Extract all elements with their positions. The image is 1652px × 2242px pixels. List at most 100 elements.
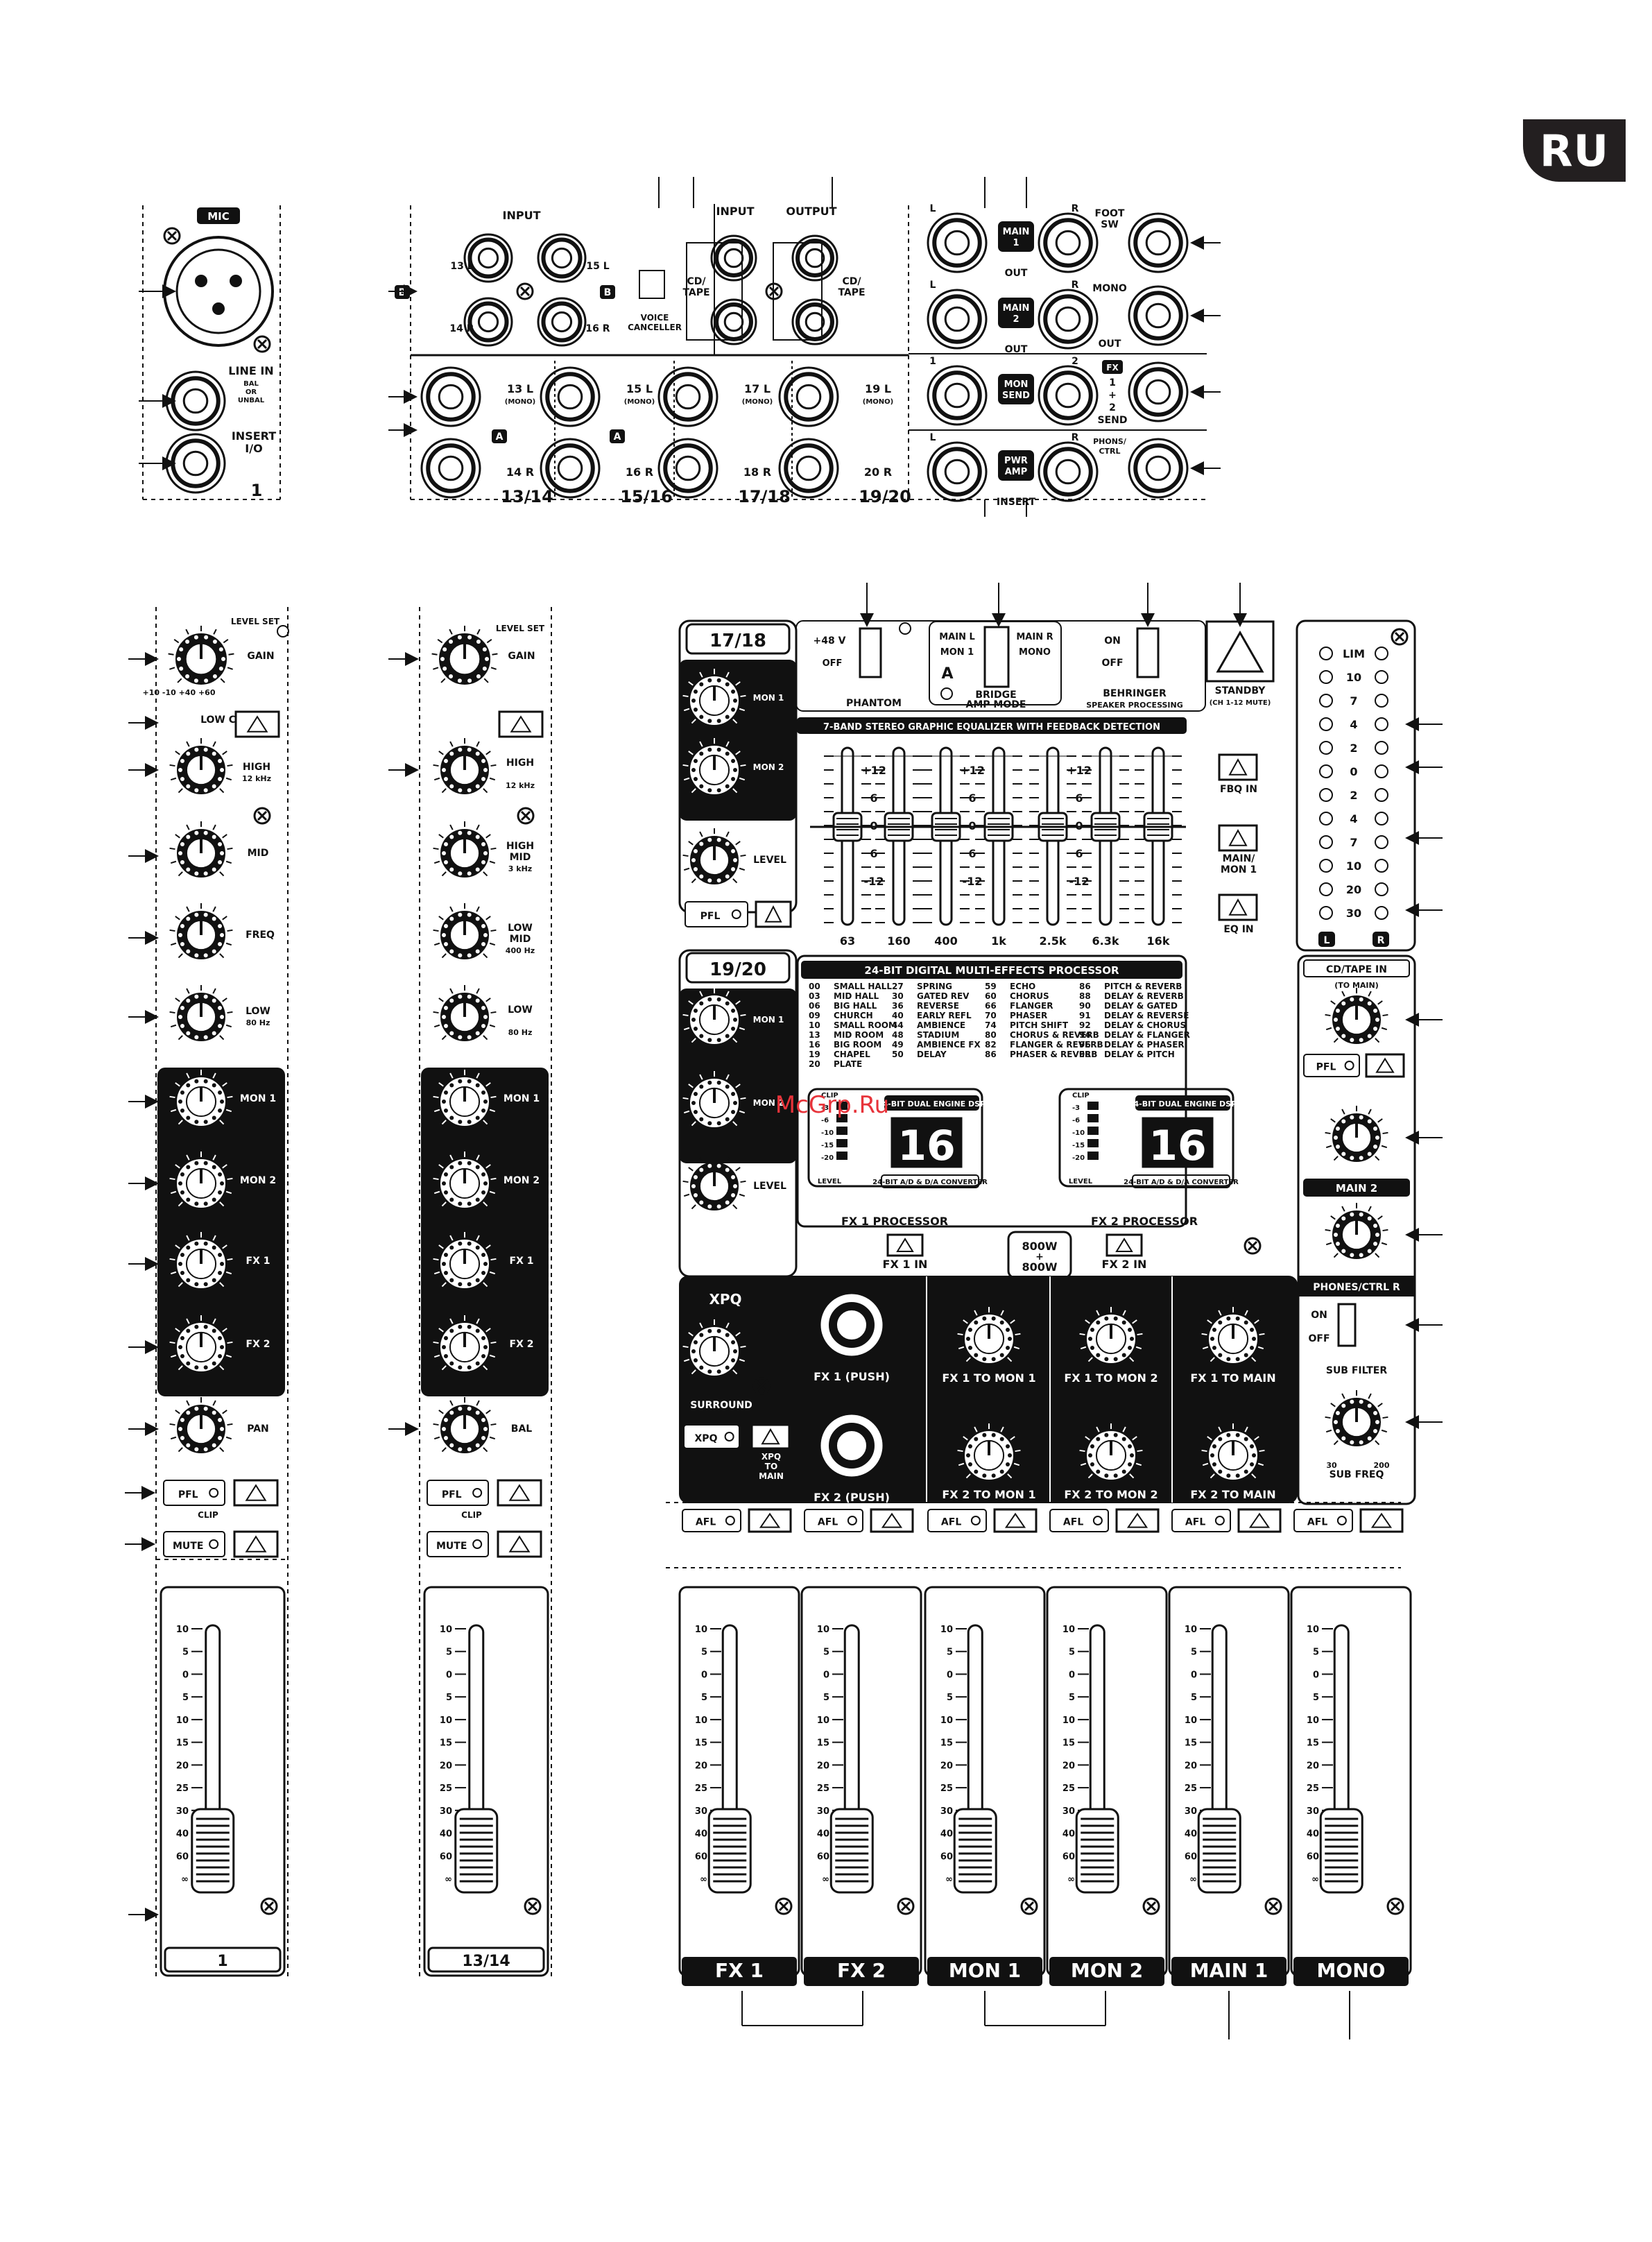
eq-knob[interactable] [433, 738, 497, 794]
jack-socket[interactable] [463, 233, 513, 283]
mid-freq-knob[interactable] [169, 903, 233, 959]
jack-socket[interactable] [1038, 441, 1099, 502]
knob-grip [180, 1436, 184, 1441]
jack-socket[interactable] [927, 212, 988, 273]
jack-socket[interactable] [420, 438, 481, 499]
afl-button[interactable] [993, 1508, 1038, 1533]
pfl-button[interactable] [497, 1479, 542, 1507]
gain-knob[interactable] [168, 626, 234, 685]
level-knob[interactable] [682, 1154, 746, 1210]
pan-knob[interactable] [169, 1397, 233, 1453]
jack-socket[interactable] [1038, 289, 1099, 350]
jack-socket[interactable] [657, 438, 719, 499]
afl-button[interactable] [748, 1508, 792, 1533]
afl-button[interactable] [1237, 1508, 1282, 1533]
xpq-knob[interactable] [682, 1319, 746, 1376]
afl-button[interactable] [1115, 1508, 1160, 1533]
main2-knob[interactable] [1325, 1106, 1388, 1162]
jack-socket[interactable] [463, 297, 513, 347]
mid-eq-knob[interactable] [169, 821, 233, 878]
knob-grip [194, 1324, 199, 1329]
high-eq-knob[interactable] [169, 738, 233, 794]
level-knob[interactable] [682, 828, 746, 884]
fx-return-knob[interactable] [957, 1307, 1021, 1363]
jack-socket[interactable] [537, 233, 587, 283]
jack-socket[interactable] [710, 298, 757, 345]
eq-knob[interactable] [433, 985, 497, 1041]
eq-in-button[interactable] [1218, 893, 1258, 921]
fx-return-knob[interactable] [1079, 1307, 1143, 1363]
bal-knob[interactable] [433, 1397, 497, 1453]
fx-return-knob[interactable] [1079, 1423, 1143, 1480]
fx2-in-button[interactable] [1105, 1233, 1143, 1257]
main-mon-button[interactable] [1218, 824, 1258, 852]
cdtape-knob[interactable] [1325, 988, 1388, 1044]
mute-button[interactable] [233, 1530, 279, 1558]
jack-socket[interactable] [791, 298, 838, 345]
eq-knob[interactable] [433, 903, 497, 959]
jack-socket[interactable] [1038, 365, 1099, 426]
jack-socket[interactable] [927, 289, 988, 350]
fx1-in-button[interactable] [886, 1233, 924, 1257]
pfl-button[interactable] [233, 1479, 279, 1507]
jack-socket[interactable] [540, 438, 601, 499]
knob-tick [1010, 1436, 1015, 1441]
aux-knob[interactable] [433, 1152, 497, 1208]
mon2-knob[interactable] [682, 1071, 746, 1127]
foot-sw-jack[interactable] [1128, 212, 1189, 273]
low-cut-button[interactable] [234, 710, 280, 738]
pfl-button[interactable] [755, 900, 792, 928]
fx-return-knob[interactable] [957, 1423, 1021, 1480]
mon2-knob[interactable] [682, 738, 746, 794]
jack-socket[interactable] [927, 441, 988, 502]
jack-socket[interactable] [778, 366, 839, 427]
mute-button[interactable] [497, 1530, 542, 1558]
ab-select-button[interactable] [498, 710, 544, 738]
aux-knob[interactable] [169, 1152, 233, 1208]
jack-socket[interactable] [537, 297, 587, 347]
phones-jack[interactable] [1128, 438, 1189, 499]
label: 30 [176, 1806, 189, 1817]
afl-button[interactable] [1359, 1508, 1404, 1533]
aux-knob[interactable] [433, 1232, 497, 1288]
aux-knob[interactable] [433, 1315, 497, 1371]
label: MONO [1317, 1959, 1386, 1982]
fbq-button[interactable] [1218, 753, 1258, 781]
fx-return-knob[interactable] [1201, 1307, 1265, 1363]
knob-tick [433, 1190, 440, 1195]
afl-button[interactable] [870, 1508, 914, 1533]
aux-knob[interactable] [433, 1070, 497, 1126]
aux-knob[interactable] [169, 1232, 233, 1288]
jack-socket[interactable] [420, 366, 481, 427]
mon1-knob[interactable] [682, 988, 746, 1044]
line-in-jack[interactable] [165, 370, 226, 431]
jack-socket[interactable] [778, 438, 839, 499]
stereo-gain-knob[interactable] [431, 626, 498, 685]
aux-knob[interactable] [169, 1070, 233, 1126]
cdtape-pfl-button[interactable] [1365, 1053, 1405, 1078]
low-eq-knob[interactable] [169, 985, 233, 1041]
aux-knob[interactable] [169, 1315, 233, 1371]
fx-return-knob[interactable] [1201, 1423, 1265, 1480]
sub-freq-knob[interactable] [1325, 1390, 1388, 1446]
xpq-button[interactable] [750, 1423, 791, 1450]
jack-socket[interactable] [1038, 212, 1099, 273]
mon1-knob[interactable] [682, 669, 746, 725]
phones-knob[interactable] [1325, 1203, 1388, 1259]
eq-knob[interactable] [433, 821, 497, 878]
jack-socket[interactable] [657, 366, 719, 427]
fx-send-jack[interactable] [1128, 361, 1189, 422]
jack-socket[interactable] [791, 234, 838, 282]
jack-socket[interactable] [927, 365, 988, 426]
mono-out-jack[interactable] [1128, 285, 1189, 346]
jack-socket[interactable] [540, 366, 601, 427]
insert-jack[interactable] [165, 433, 226, 494]
